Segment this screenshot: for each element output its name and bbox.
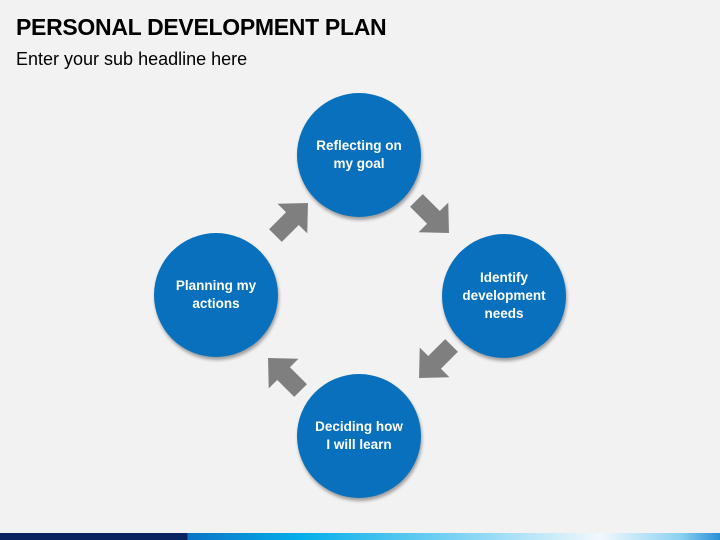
page-subtitle: Enter your sub headline here — [16, 49, 248, 69]
arrow-sw-icon — [419, 339, 458, 378]
step-reflecting: Reflecting on my goal — [297, 93, 421, 217]
page-title: PERSONAL DEVELOPMENT PLAN — [16, 14, 387, 40]
arrow-se-icon — [410, 194, 449, 233]
step-identify: Identify development needs — [442, 234, 566, 358]
footer-bar — [0, 533, 720, 540]
arrow-nw-icon — [268, 358, 307, 397]
step-deciding: Deciding how I will learn — [297, 374, 421, 498]
step-planning: Planning my actions — [154, 233, 278, 357]
arrow-ne-icon — [269, 203, 308, 242]
